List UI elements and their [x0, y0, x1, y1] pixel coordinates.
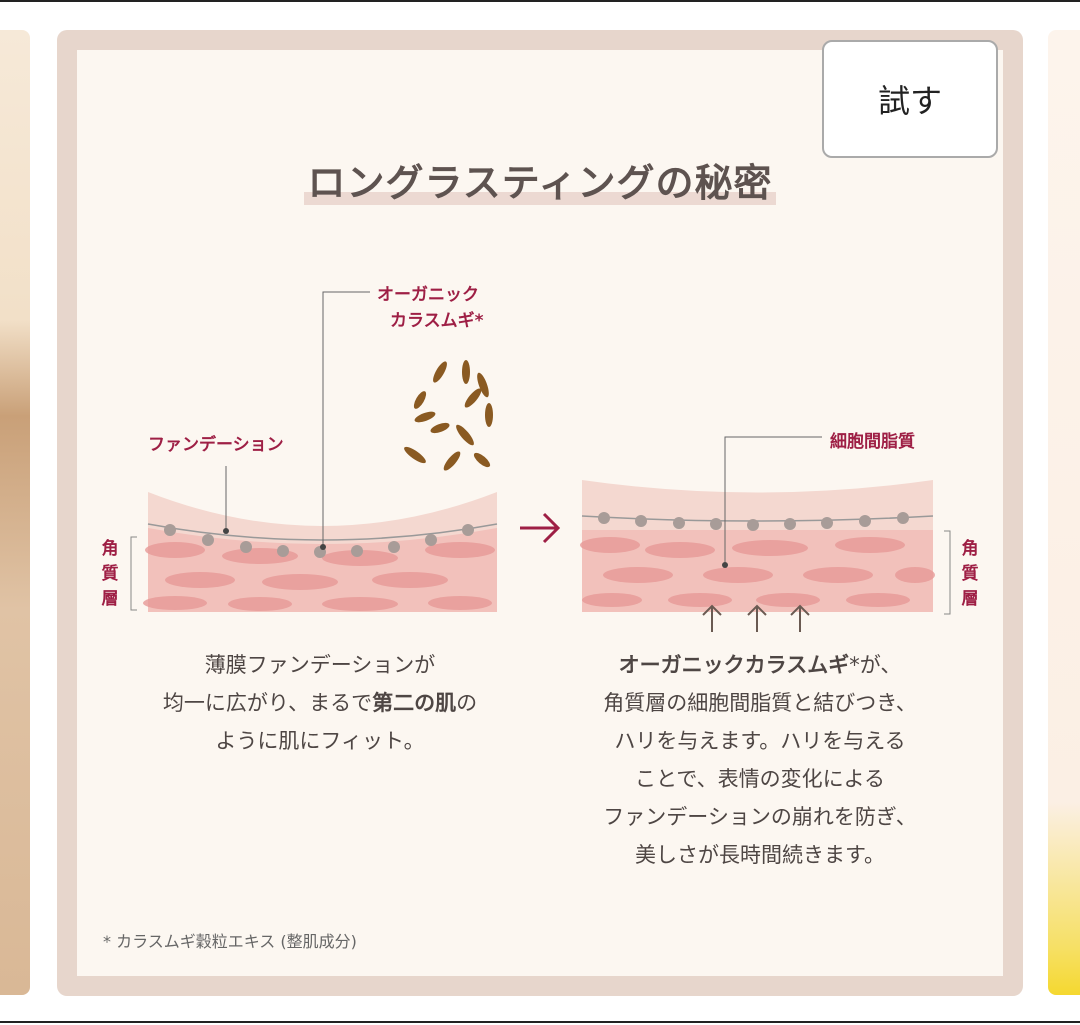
desc-line: ファンデーションの崩れを防ぎ、 [603, 805, 917, 829]
label-foundation: ファンデーション [148, 435, 284, 455]
desc-line: ことで、表情の変化による [635, 767, 885, 791]
desc-text: 均一に広がり、まるで [162, 691, 373, 715]
label-lipid: 細胞間脂質 [830, 432, 915, 452]
left-description: 薄膜ファンデーションが 均一に広がり、まるで第二の肌の ように肌にフィット。 [110, 646, 530, 760]
top-border [0, 0, 1080, 2]
desc-text: *が、 [849, 653, 902, 677]
right-skin-illustration [580, 436, 951, 632]
desc-line: 角質層の細胞間脂質と結びつき、 [603, 691, 917, 715]
previous-slide-card[interactable] [0, 30, 30, 995]
desc-line: ハリを与えます。ハリを与える [614, 729, 906, 753]
try-button[interactable]: 試す [822, 40, 998, 158]
footnote: * カラスムギ穀粒エキス (整肌成分) [103, 932, 357, 951]
desc-line: ように肌にフィット。 [215, 729, 425, 753]
arrow-right-icon [520, 512, 561, 544]
up-arrows-icon [702, 604, 810, 632]
label-organic-line2: カラスムギ* [390, 311, 484, 331]
right-description: オーガニックカラスムギ*が、 角質層の細胞間脂質と結びつき、 ハリを与えます。ハ… [540, 646, 980, 874]
desc-line: オーガニックカラスムギ*が、 [540, 646, 980, 684]
desc-line: 均一に広がり、まるで第二の肌の [110, 684, 530, 722]
page-title: ロングラスティングの秘密 [0, 152, 1080, 207]
desc-emphasis: オーガニックカラスムギ [618, 653, 850, 677]
desc-emphasis: 第二の肌 [372, 691, 457, 715]
desc-text: の [456, 691, 478, 715]
bottom-border [0, 1021, 1080, 1023]
label-organic-line1: オーガニック [377, 285, 479, 305]
layer-label-right: 角質層 [961, 539, 979, 609]
title-text: ロングラスティングの秘密 [303, 161, 777, 205]
next-slide-card[interactable] [1048, 30, 1080, 995]
left-skin-illustration [130, 291, 498, 612]
layer-label-left: 角質層 [101, 539, 119, 609]
desc-line: 薄膜ファンデーションが [204, 653, 436, 677]
desc-line: 美しさが長時間続きます。 [635, 843, 885, 867]
